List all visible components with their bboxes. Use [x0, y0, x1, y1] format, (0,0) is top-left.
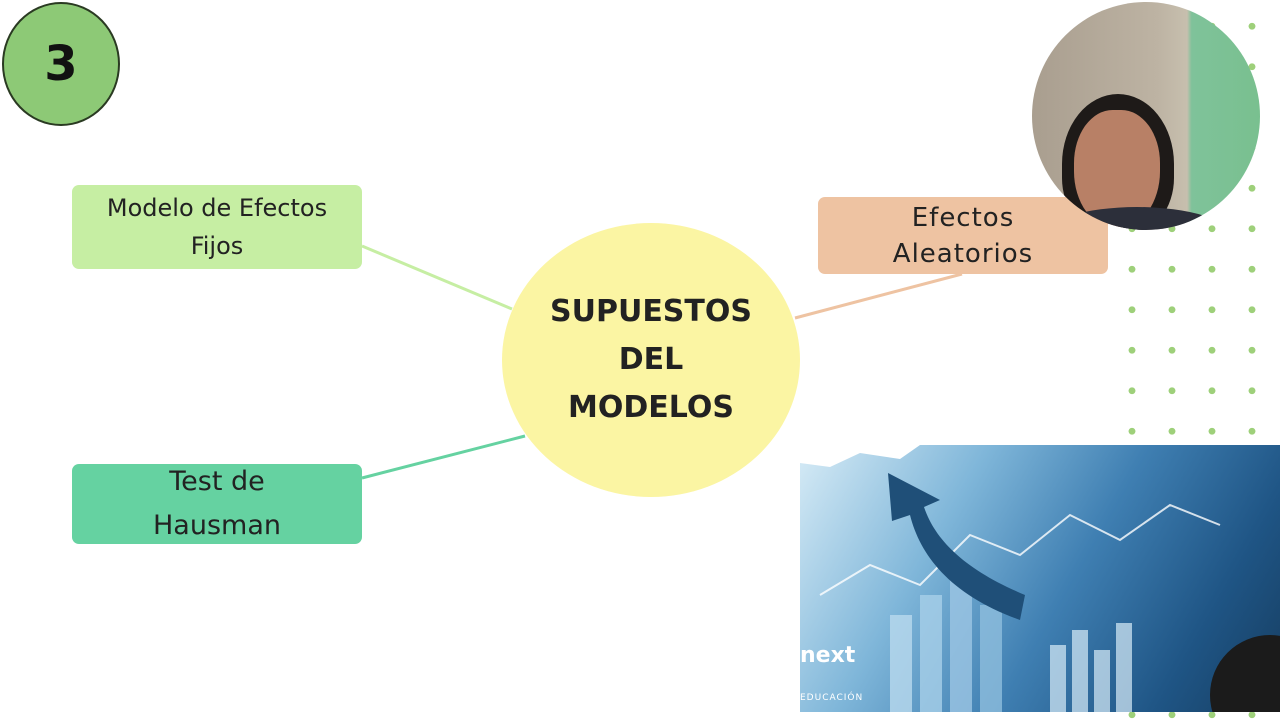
photo-bar-5: [1050, 645, 1066, 712]
node-random-effects-line1: Efectos: [911, 202, 1015, 233]
photo-bar-4: [980, 605, 1002, 712]
node-fixed-effects-line1: Modelo de Efectos: [106, 194, 328, 222]
central-topic-line1: SUPUESTOS: [550, 294, 752, 329]
connector-fixed-effects: [361, 244, 513, 311]
presenter-shoulder: [1042, 207, 1232, 230]
connector-random-effects: [794, 272, 963, 320]
photo-torn-corner: [1210, 635, 1280, 712]
node-hausman-test: Test de Hausman: [72, 464, 362, 544]
connector-hausman: [361, 434, 526, 480]
photo-bar-3: [950, 580, 972, 712]
photo-bar-2: [920, 595, 942, 712]
photo-bar-8: [1116, 623, 1132, 712]
photo-brand-subtitle: EDUCACIÓN: [800, 693, 864, 703]
photo-trend-line: [819, 503, 1221, 596]
photo-bar-7: [1094, 650, 1110, 712]
step-number: 3: [44, 36, 78, 92]
photo-bar-1: [890, 615, 912, 712]
photo-up-arrow: [888, 473, 1025, 620]
photo-torn-edge: [800, 445, 920, 467]
photo-bar-6: [1072, 630, 1088, 712]
finance-chart-photo: next EDUCACIÓN: [800, 445, 1280, 712]
node-fixed-effects-line2: Fijos: [190, 232, 244, 260]
central-topic-line2: DEL: [618, 342, 684, 377]
node-random-effects: Efectos Aleatorios: [818, 197, 1108, 274]
presenter-webcam: [1032, 2, 1260, 230]
node-hausman-line2: Hausman: [153, 510, 281, 541]
photo-graphics: [800, 445, 1280, 712]
node-random-effects-line2: Aleatorios: [892, 238, 1034, 269]
node-hausman-line1: Test de: [169, 466, 265, 497]
central-topic-node: SUPUESTOS DEL MODELOS: [502, 223, 800, 497]
step-number-badge: 3: [2, 2, 120, 126]
photo-brand-logo: next: [800, 643, 856, 668]
central-topic-line3: MODELOS: [568, 390, 734, 425]
node-fixed-effects-model: Modelo de Efectos Fijos: [72, 185, 362, 269]
